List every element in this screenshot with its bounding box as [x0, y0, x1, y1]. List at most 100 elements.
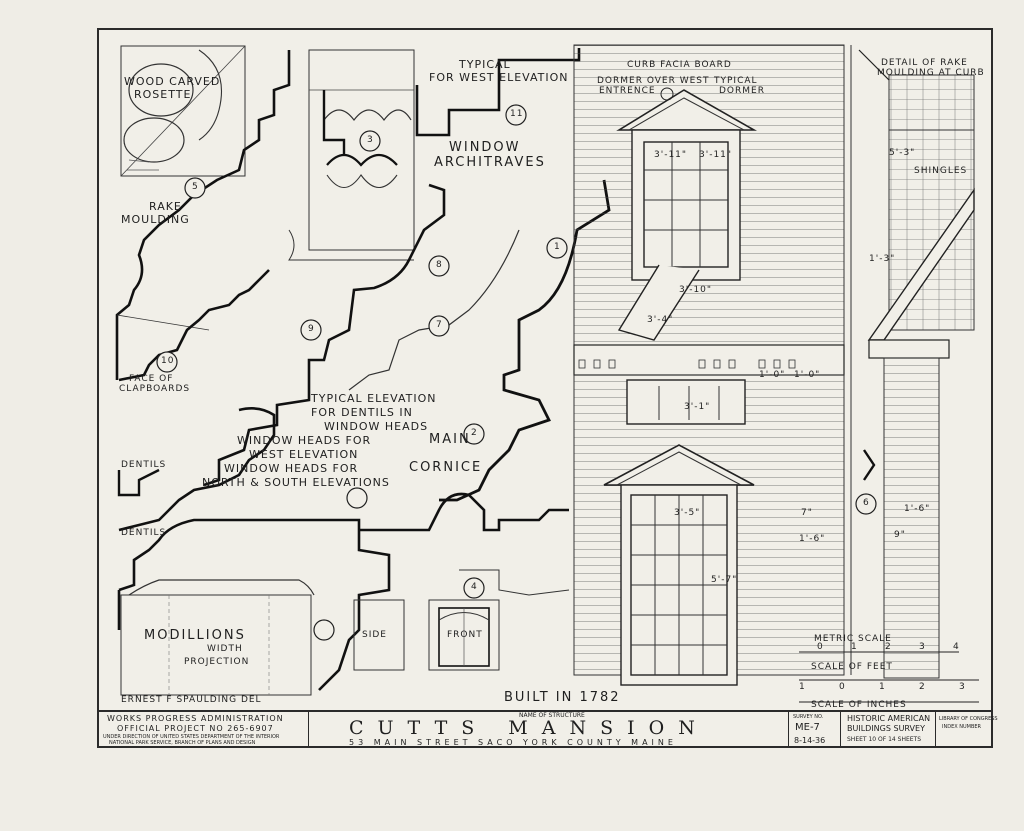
built-date: BUILT IN 1782 — [504, 690, 621, 705]
main-cornice-1: MAIN — [429, 432, 471, 447]
library-2: INDEX NUMBER — [942, 724, 982, 730]
window-heads-3: WINDOW HEADS FOR — [224, 462, 359, 475]
cornice-profile-8 — [203, 183, 446, 487]
typical-elevation-2: FOR DENTILS IN — [311, 406, 413, 419]
feet-tick: 3 — [959, 682, 966, 692]
callout-7: 7 — [436, 320, 443, 330]
survey-date: 8-14-36 — [794, 736, 826, 745]
callout-6: 6 — [863, 498, 870, 508]
callout-4: 4 — [471, 582, 478, 592]
dim: 1'-0" — [794, 370, 821, 380]
habs-1: HISTORIC AMERICAN — [847, 714, 931, 723]
metric-tick: 4 — [953, 642, 960, 652]
feet-tick: 1 — [879, 682, 886, 692]
scale-bars — [799, 651, 979, 703]
feet-tick: 1 — [799, 682, 806, 692]
main-cornice-band — [573, 344, 845, 376]
face-clap-1: FACE OF — [129, 374, 174, 384]
name-label: NAME OF STRUCTURE — [519, 712, 585, 719]
dim: 5'-3" — [889, 148, 916, 158]
rake-label-1: RAKE — [149, 200, 182, 213]
modillion-detail-3 — [288, 49, 415, 261]
wpa-cell: WORKS PROGRESS ADMINISTRATION OFFICIAL P… — [99, 712, 309, 748]
window-heads-4: NORTH & SOUTH ELEVATIONS — [202, 476, 390, 489]
callout-3: 3 — [367, 135, 374, 145]
main-cornice-lower — [359, 492, 569, 532]
cornice-profile-9 — [118, 269, 270, 382]
typical-elevation-3: WINDOW HEADS — [324, 420, 429, 433]
window-heads-2: WEST ELEVATION — [249, 448, 359, 461]
scale-inches-label: SCALE OF INCHES — [811, 700, 907, 710]
rake-moulding-profile — [115, 50, 291, 380]
dim: 3'-11" — [654, 150, 688, 160]
curb-facia-label: CURB FACIA BOARD — [627, 60, 732, 70]
dormer-west-1: DORMER OVER WEST — [597, 76, 710, 86]
habs-2: BUILDINGS SURVEY — [847, 724, 925, 733]
callout-1: 1 — [554, 242, 561, 252]
rake-curb-detail — [850, 45, 975, 679]
title-block: WORKS PROGRESS ADMINISTRATION OFFICIAL P… — [99, 710, 998, 748]
window-architraves-1: WINDOW — [449, 140, 521, 155]
dentil-row — [578, 359, 796, 369]
architectural-drawing — [115, 44, 979, 703]
library-cell: LIBRARY OF CONGRESS INDEX NUMBER — [936, 712, 998, 748]
metric-scale-label: METRIC SCALE — [814, 634, 892, 644]
transom-window — [626, 379, 746, 425]
typical-dormer-1: TYPICAL — [714, 76, 758, 86]
survey-number: ME-7 — [795, 722, 820, 733]
metric-tick: 0 — [817, 642, 824, 652]
sheet-number: SHEET 10 OF 14 SHEETS — [847, 736, 922, 743]
modillion-front-detail-4 — [353, 599, 500, 671]
metric-tick: 1 — [851, 642, 858, 652]
main-cornice-2: CORNICE — [409, 460, 483, 475]
shingles-label: SHINGLES — [914, 166, 968, 176]
address: 53 MAIN STREET SACO YORK COUNTY MAINE — [349, 738, 677, 747]
dim: 1'-0" — [759, 370, 786, 380]
typical-elevation-1: TYPICAL ELEVATION — [311, 392, 437, 405]
dim: 1'-6" — [904, 504, 931, 514]
face-clap-2: CLAPBOARDS — [119, 384, 191, 394]
under-text: UNDER DIRECTION OF UNITED STATES DEPARTM… — [103, 734, 280, 740]
callout-10: 10 — [161, 356, 175, 366]
window-heads-1: WINDOW HEADS FOR — [237, 434, 372, 447]
dim: 1'-6" — [799, 534, 826, 544]
rosette-label-2: ROSETTE — [134, 88, 192, 101]
pedimented-window — [603, 444, 755, 686]
feet-tick: 0 — [839, 682, 846, 692]
callout-8: 8 — [436, 260, 443, 270]
architrave-profile-11 — [415, 48, 581, 137]
dormer-elevation — [616, 87, 758, 341]
dim: 3'-1" — [684, 402, 711, 412]
dim: 1'-3" — [869, 254, 896, 264]
rake-label-2: MOULDING — [121, 213, 190, 226]
dormer-west-2: ENTRENCE — [599, 86, 656, 96]
structure-title: CUTTS MANSION — [349, 717, 709, 739]
name-cell: NAME OF STRUCTURE CUTTS MANSION 53 MAIN … — [309, 712, 789, 748]
dim: 3'-10" — [679, 285, 713, 295]
detail-rake-2: MOULDING AT CURB — [877, 68, 985, 78]
front-label: FRONT — [447, 630, 483, 640]
rosette-label-1: WOOD CARVED — [124, 75, 221, 88]
dim: 9" — [894, 530, 906, 540]
cornice-profile-7 — [348, 229, 520, 391]
callout-11: 11 — [510, 109, 524, 119]
survey-cell: SURVEY NO. ME-7 8-14-36 — [789, 712, 841, 748]
nps-text: NATIONAL PARK SERVICE, BRANCH OF PLANS A… — [109, 740, 256, 746]
metric-tick: 2 — [885, 642, 892, 652]
dim: 3'-5" — [674, 508, 701, 518]
dim: 7" — [801, 508, 813, 518]
survey-label: SURVEY NO. — [793, 714, 824, 720]
dim: 3'-4" — [647, 315, 674, 325]
library-1: LIBRARY OF CONGRESS — [939, 716, 998, 722]
window-heads-profile — [118, 407, 276, 532]
dentils-label-1: DENTILS — [121, 460, 167, 470]
typical-dormer-2: DORMER — [719, 86, 765, 96]
typical-west-1: TYPICAL — [459, 58, 511, 71]
modillions-label: MODILLIONS — [144, 628, 246, 643]
callout-9: 9 — [308, 324, 315, 334]
metric-tick: 3 — [919, 642, 926, 652]
projection-label: PROJECTION — [184, 657, 250, 667]
modillion-profile-2 — [117, 518, 391, 691]
detail-rake-1: DETAIL OF RAKE — [881, 58, 968, 68]
drawing-sheet: WOOD CARVED ROSETTE RAKE MOULDING TYPICA… — [97, 28, 998, 748]
